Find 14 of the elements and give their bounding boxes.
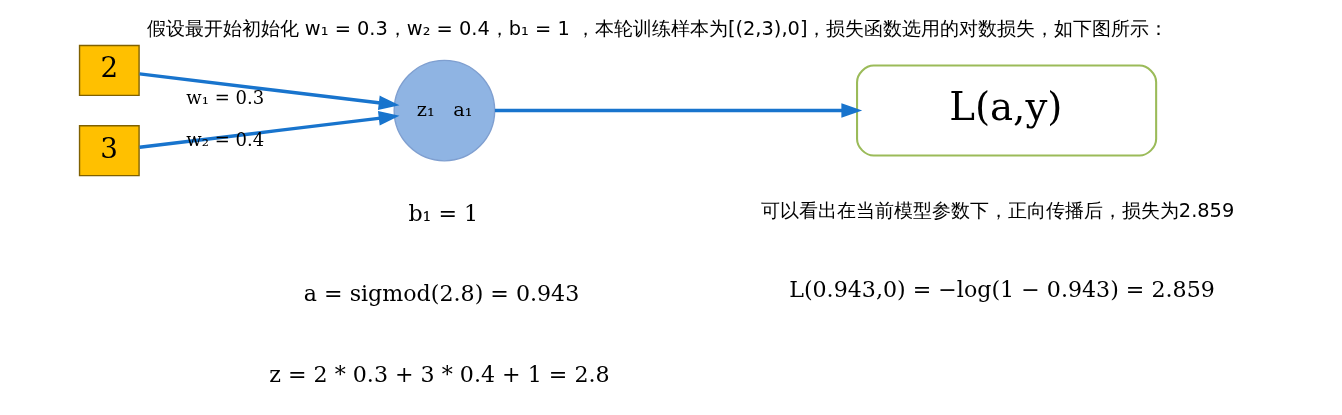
node-box: 3	[78, 125, 140, 177]
label: z = 2 * 0.3 + 3 * 0.4 + 1 = 2.8	[268, 360, 610, 387]
label: a = sigmod(2.8) = 0.943	[303, 280, 579, 307]
node-box: L(a,y)	[855, 64, 1157, 157]
caption: 可以看出在当前模型参数下，正向传播后，损失为2.859	[760, 198, 1234, 222]
diagram-title: 假设最开始初始化 w₁ = 0.3，w₂ = 0.4，b₁ = 1 ，本轮训练样本为[(2,3),0]，损失函数选用的对数损失，如下图所示：	[146, 16, 1168, 40]
label: b₁ = 1	[407, 200, 478, 227]
arrow	[138, 72, 399, 111]
node-circle: z₁ a₁	[392, 59, 495, 162]
node-box: 2	[78, 44, 140, 97]
arrow	[138, 111, 399, 149]
label: L(0.943,0) = −log(1 − 0.943) = 2.859	[788, 276, 1215, 303]
arrow	[494, 103, 862, 118]
edge-label: w₁ = 0.3	[185, 86, 264, 108]
